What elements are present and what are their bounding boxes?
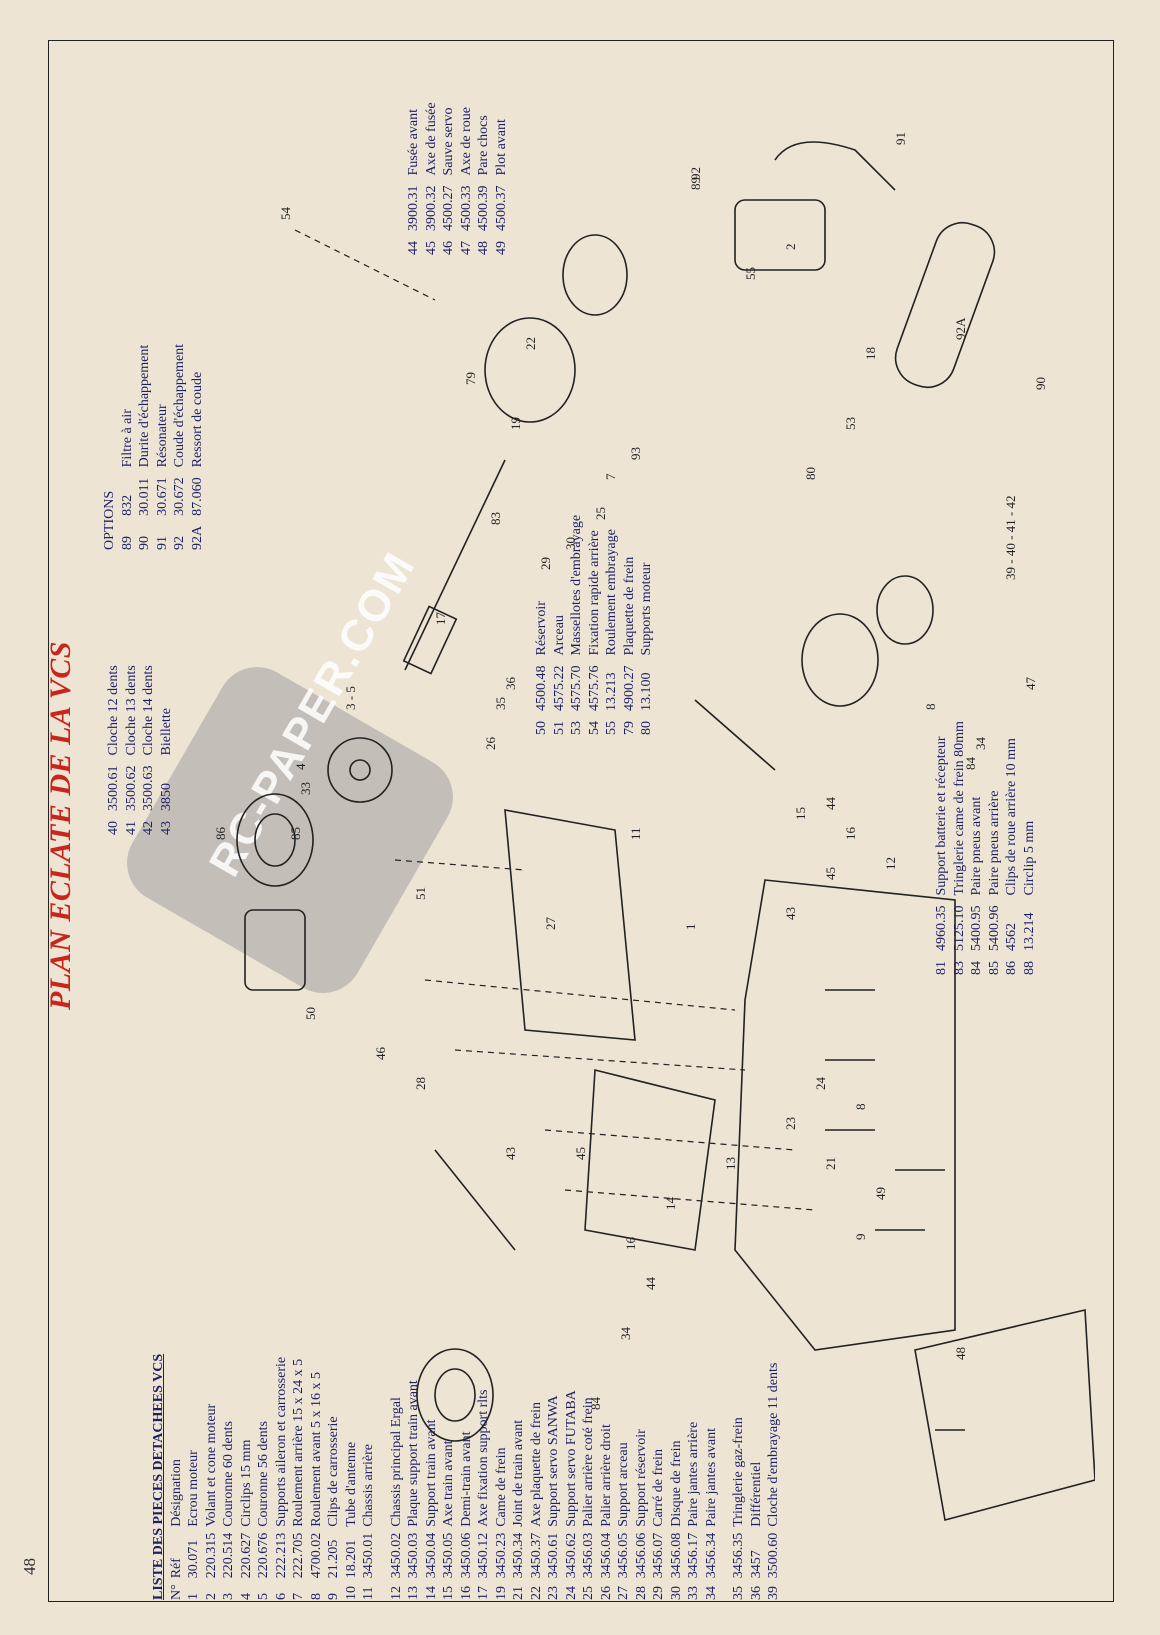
callout-number: 15	[793, 807, 808, 820]
callout-number: 30	[563, 537, 578, 550]
callout-number: 14	[663, 1197, 678, 1211]
callout-number: 27	[543, 917, 558, 931]
callout-number: 43	[783, 907, 798, 920]
callout-number: 12	[883, 857, 898, 870]
callout-number: 85	[288, 827, 303, 840]
callout-number: 1	[683, 924, 698, 931]
rim-34	[876, 575, 934, 645]
callout-number: 8	[853, 1104, 868, 1111]
callout-number: 44	[643, 1277, 658, 1291]
callout-number: 9	[853, 1234, 868, 1241]
callout-number: 16	[623, 1237, 638, 1251]
callout-number: 19	[508, 417, 523, 430]
callout-number: 46	[373, 1047, 388, 1061]
callout-number: 36	[503, 677, 518, 691]
callout-number: 92	[688, 167, 703, 180]
callout-number: 34	[973, 737, 988, 751]
callout-number: 53	[843, 417, 858, 430]
wheel-84-right	[801, 613, 879, 707]
callout-number: 13	[723, 1157, 738, 1170]
callout-number: 3 - 5	[343, 686, 358, 710]
rim-33	[562, 234, 628, 316]
callout-number: 45	[823, 867, 838, 880]
callout-number: 80	[803, 467, 818, 480]
callout-number: 22	[523, 337, 538, 350]
callout-number: 51	[413, 887, 428, 900]
callout-number: 50	[303, 1007, 318, 1020]
page-border	[48, 40, 1114, 1602]
callout-number: 39 - 40 - 41 - 42	[1003, 496, 1018, 581]
wheel-84-left	[416, 1348, 494, 1442]
callout-number: 28	[413, 1077, 428, 1090]
front-plate-shape	[584, 1068, 716, 1251]
callout-number: 34	[618, 1327, 633, 1341]
drive-axle	[404, 459, 506, 671]
callout-number: 90	[1033, 377, 1048, 390]
page-number: 48	[20, 1558, 39, 1575]
callout-number: 35	[493, 697, 508, 710]
callout-number: 48	[953, 1347, 968, 1360]
callout-number: 17	[433, 612, 448, 626]
callout-number: 54	[278, 207, 293, 221]
callout-number: 84	[963, 757, 978, 771]
callout-number: 11	[628, 827, 643, 840]
callout-number: 89	[688, 177, 703, 190]
callout-number: 25	[593, 507, 608, 520]
engine-shape	[734, 199, 826, 271]
callout-number: 84	[588, 1397, 603, 1411]
callout-number: 93	[628, 447, 643, 460]
callout-number: 4	[293, 763, 308, 770]
callout-number: 44	[823, 797, 838, 811]
callout-number: 47	[1023, 677, 1038, 691]
wheel-85-left	[236, 793, 314, 887]
callout-number: 8	[923, 704, 938, 711]
callout-number: 2	[783, 244, 798, 251]
callout-number: 79	[463, 372, 478, 385]
diagram-linework	[236, 141, 1095, 1521]
tank-shape	[244, 909, 306, 991]
callout-number: 7	[603, 473, 618, 480]
callout-number: 55	[743, 267, 758, 280]
callout-number: 91	[893, 132, 908, 145]
callout-number: 24	[813, 1077, 828, 1091]
callout-number: 92A	[953, 317, 968, 340]
callout-number: 29	[538, 557, 553, 570]
callout-number: 43	[503, 1147, 518, 1160]
wheel-85-right	[484, 317, 576, 423]
exhaust-elbow	[774, 141, 896, 191]
bumper-shape	[914, 1309, 1095, 1521]
callout-number: 18	[863, 347, 878, 360]
callout-number: 21	[823, 1157, 838, 1170]
callout-number: 26	[483, 737, 498, 751]
callout-number: 16	[843, 827, 858, 841]
callout-number: 83	[488, 512, 503, 525]
rear-chassis-shape	[504, 809, 636, 1041]
resonator-shape	[894, 221, 996, 389]
page-title: PLAN ECLATE DE LA VCS	[44, 641, 77, 1010]
callout-number: 45	[573, 1147, 588, 1160]
callout-number: 23	[783, 1117, 798, 1130]
gear-shape	[327, 737, 393, 803]
callout-number: 49	[873, 1187, 888, 1200]
main-chassis-shape	[734, 879, 956, 1351]
callout-number: 33	[298, 782, 313, 795]
callout-number: 86	[213, 827, 228, 841]
